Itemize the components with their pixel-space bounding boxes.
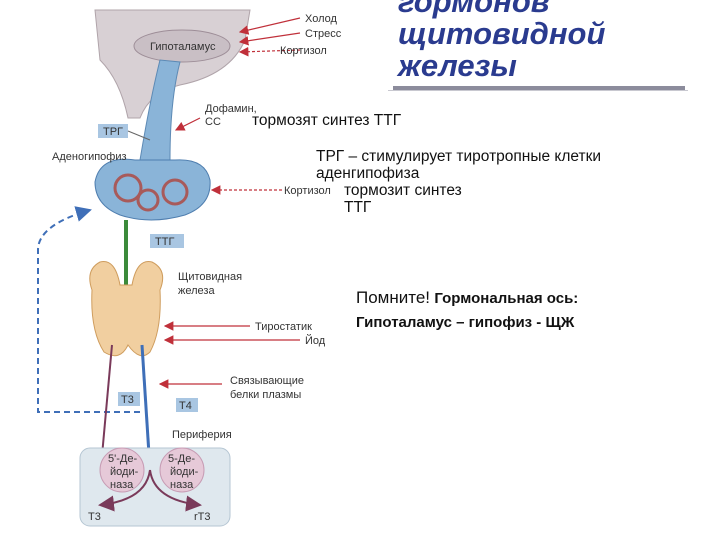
dopamine-arrow xyxy=(174,117,201,131)
t4-label: Т4 xyxy=(179,400,192,412)
deiod5p-line2: йоди- xyxy=(110,466,139,478)
note-inhibit2-line-1: тормозит синтез xyxy=(344,182,462,199)
title-line-3: железы xyxy=(398,48,517,83)
deiod5p-line1: 5'-Де- xyxy=(108,453,137,465)
note-remember: Помните! Гормональная ось: xyxy=(356,289,716,307)
t3-out-arrow xyxy=(98,469,151,512)
deiod5p-line3: наза xyxy=(110,479,134,491)
thyrostatics-label: Тиростатик xyxy=(255,321,312,333)
binding-label-1: Связывающие xyxy=(230,375,304,387)
note-inhibit-ttg: тормозят синтез ТТГ xyxy=(252,112,402,129)
cold-label: Холод xyxy=(305,13,338,25)
thyroid-label-1: Щитовидная xyxy=(178,271,242,283)
deiod5-line3: наза xyxy=(170,479,194,491)
dopamine-label: Дофамин, xyxy=(205,103,257,115)
note-inhibit2-line-2: ТТГ xyxy=(344,199,372,216)
deiodinase-5-circle xyxy=(159,447,205,493)
trg-box xyxy=(98,124,128,138)
feedback-dashed-line xyxy=(37,206,140,413)
cortisol-top-label: Кортизол xyxy=(280,45,327,57)
note-trg-stimulates: ТРГ – стимулирует тиротропные клетки аде… xyxy=(316,148,676,182)
title-line-1: гормонов xyxy=(398,0,550,19)
trg-label: ТРГ xyxy=(103,126,123,138)
title-underline-thin xyxy=(388,90,688,91)
note-trg-line-2: аденгипофиза xyxy=(316,165,420,182)
t3-box xyxy=(118,392,140,406)
note-inhibits-ttg-2: тормозит синтез ТТГ xyxy=(344,182,504,216)
stress-arrow xyxy=(238,32,301,46)
ttg-label: ТТГ xyxy=(155,236,174,248)
deiodinase-5prime-circle xyxy=(99,447,145,493)
rt3-out-label: rТ3 xyxy=(194,511,211,523)
deiod5-line2: йоди- xyxy=(170,466,199,478)
hypothalamus-oval xyxy=(133,29,231,63)
axis-heading: Гормональная ось: xyxy=(434,290,579,307)
deiod5-line1: 5-Де- xyxy=(168,453,195,465)
cortisol-mid-label: Кортизол xyxy=(284,185,331,197)
title-line-2: щитовидной xyxy=(398,16,606,51)
t3-label: Т3 xyxy=(121,394,134,406)
note-axis: Гипоталамус – гипофиз - ЩЖ xyxy=(356,314,575,331)
cold-arrow xyxy=(238,17,301,35)
slide-title: гормонов щитовидной железы xyxy=(398,0,698,82)
remember-word: Помните! xyxy=(356,288,431,307)
stress-label: Стресс xyxy=(305,28,342,40)
ttg-box xyxy=(150,234,184,248)
cortisol-top-arrow xyxy=(238,46,301,57)
ss-label: СС xyxy=(205,116,221,128)
trg-pointer xyxy=(127,130,151,141)
rt3-out-arrow xyxy=(149,469,202,512)
hypothalamus-label: Гипоталамус xyxy=(150,41,216,53)
note-trg-line-1: ТРГ – стимулирует тиротропные клетки xyxy=(316,148,602,165)
pituitary-cell-2 xyxy=(161,178,189,206)
title-underline xyxy=(393,86,685,90)
t3-out-label: Т3 xyxy=(88,511,101,523)
adenohypophysis-label: Аденогипофиз xyxy=(52,151,127,163)
pituitary-cell-1 xyxy=(113,173,143,203)
t4-box xyxy=(176,398,198,412)
hpt-axis-diagram: Гипоталамус Холод Стресс Кортизол Дофами… xyxy=(37,9,342,527)
thyroid-label-2: железа xyxy=(178,285,215,297)
binding-label-2: белки плазмы xyxy=(230,389,301,401)
pituitary-cell-3 xyxy=(136,188,160,212)
periphery-label: Периферия xyxy=(172,429,232,441)
iodine-label: Йод xyxy=(305,334,326,347)
